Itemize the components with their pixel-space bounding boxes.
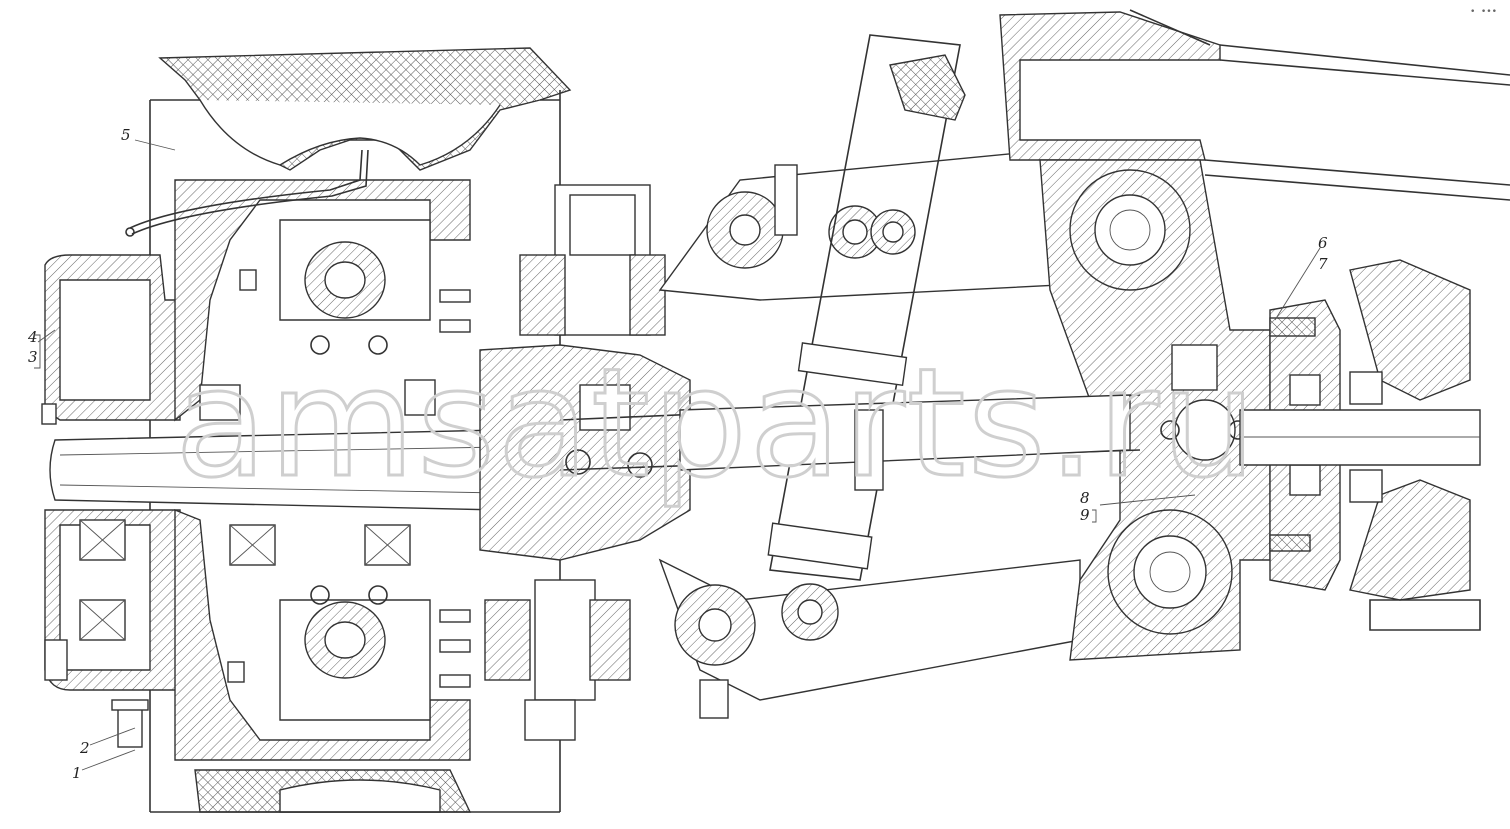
steering-knuckle [479, 184, 691, 741]
leader-lines [37, 139, 1321, 771]
half-shaft [49, 429, 561, 511]
hub-bolts [41, 269, 471, 748]
tire-section-lower [194, 769, 472, 813]
callout-7: 7 [1318, 255, 1328, 273]
callout-numbers: 1 2 3 4 5 6 7 8 9 [27, 126, 1328, 782]
watermark: amsatparts.ru [175, 337, 1258, 511]
callout-3: 3 [28, 348, 38, 366]
tie-rod [767, 34, 961, 581]
hub-bearings [79, 379, 436, 641]
planetary-housing [174, 179, 471, 761]
final-drive-gears [1239, 259, 1481, 631]
drive-shaft [559, 394, 1141, 491]
axle-beam [658, 149, 1081, 719]
bump-stop [889, 54, 966, 121]
corner-mark: • ••• [1470, 7, 1497, 17]
callout-5: 5 [121, 126, 131, 144]
air-supply-pipe [125, 149, 369, 237]
callout-1: 1 [72, 764, 82, 782]
tire-section-upper [158, 47, 572, 171]
callout-8: 8 [1080, 489, 1090, 507]
callout-2: 2 [79, 739, 90, 757]
callout-9: 9 [1080, 506, 1090, 524]
differential-housing [1039, 159, 1271, 661]
callout-4: 4 [27, 328, 38, 346]
callout-6: 6 [1318, 234, 1328, 252]
